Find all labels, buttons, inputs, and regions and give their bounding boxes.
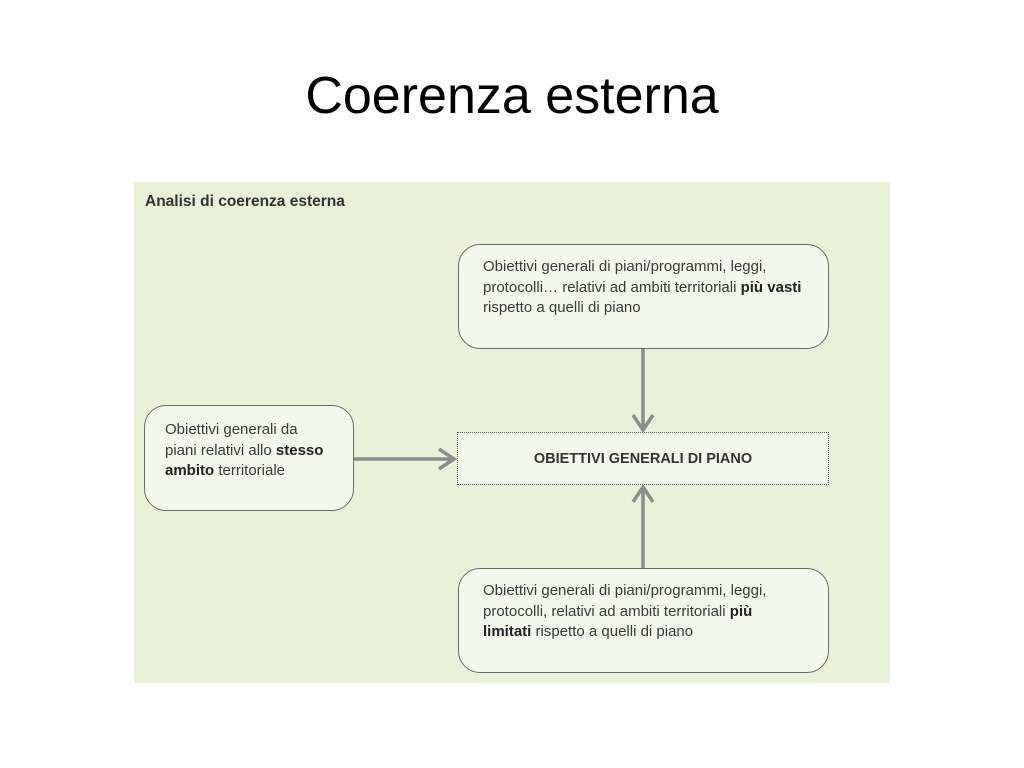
box-wider-plans-text-1: Obiettivi generali di piani/programmi, l… [483,258,767,296]
diagram-panel: Analisi di coerenza esterna Obiettivi ge… [134,182,890,683]
arrowhead-right [438,447,458,471]
arrowhead-down [631,414,655,434]
box-narrower-plans: Obiettivi generali di piani/programmi, l… [458,568,829,673]
arrows [354,349,655,568]
box-same-scope-text-2: territoriale [214,462,286,479]
box-narrower-plans-text-1: Obiettivi generali di piani/programmi, l… [483,582,767,620]
box-narrower-plans-text-2: rispetto a quelli di piano [531,623,694,640]
panel-title: Analisi di coerenza esterna [145,193,345,210]
arrowhead-up [631,483,655,503]
box-wider-plans-text-2: rispetto a quelli di piano [483,299,641,316]
slide-title: Coerenza esterna [305,67,719,125]
box-narrower-plans-bold: più limitati [483,602,753,641]
box-same-scope-plans: Obiettivi generali da piani relativi all… [144,405,354,511]
box-same-scope-text-1: Obiettivi generali da piani relativi all… [165,421,298,459]
box-same-scope-bold: stesso ambito [165,441,324,480]
box-wider-plans: Obiettivi generali di piani/programmi, l… [458,244,829,349]
central-plan-objectives: OBIETTIVI GENERALI DI PIANO [457,432,829,485]
box-wider-plans-bold: più vasti [740,278,802,296]
